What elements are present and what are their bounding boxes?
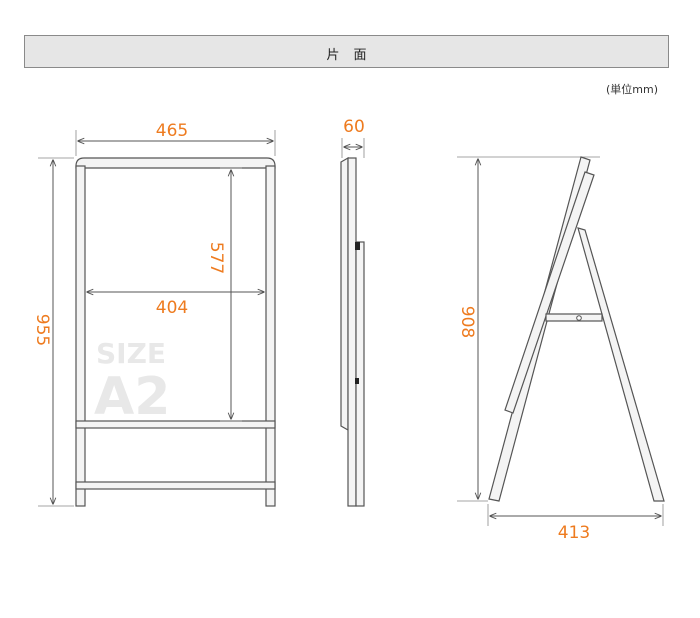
size-caption: SIZE	[96, 337, 166, 370]
unit-note: (単位mm)	[605, 83, 658, 96]
size-value: A2	[94, 367, 170, 427]
a-frame	[488, 156, 665, 502]
open-height-label: 908	[457, 306, 477, 338]
poster-width-label: 404	[156, 298, 188, 318]
front-view: SIZE A2 465 955 404 5	[32, 121, 276, 507]
brace-bolt	[576, 315, 582, 321]
base-label: 413	[558, 523, 590, 543]
height-label: 955	[32, 314, 52, 346]
front-frame	[75, 157, 276, 507]
latch	[355, 378, 359, 384]
poster-height-label: 577	[206, 242, 226, 274]
depth-label: 60	[343, 117, 365, 137]
hinge	[355, 242, 360, 250]
open-view: 908 413	[457, 156, 665, 543]
header-title: 片面	[326, 48, 381, 63]
side-view: 60	[340, 117, 365, 507]
side-frame	[340, 156, 365, 507]
header-bar: 片面	[24, 35, 669, 68]
width-label: 465	[156, 121, 188, 141]
